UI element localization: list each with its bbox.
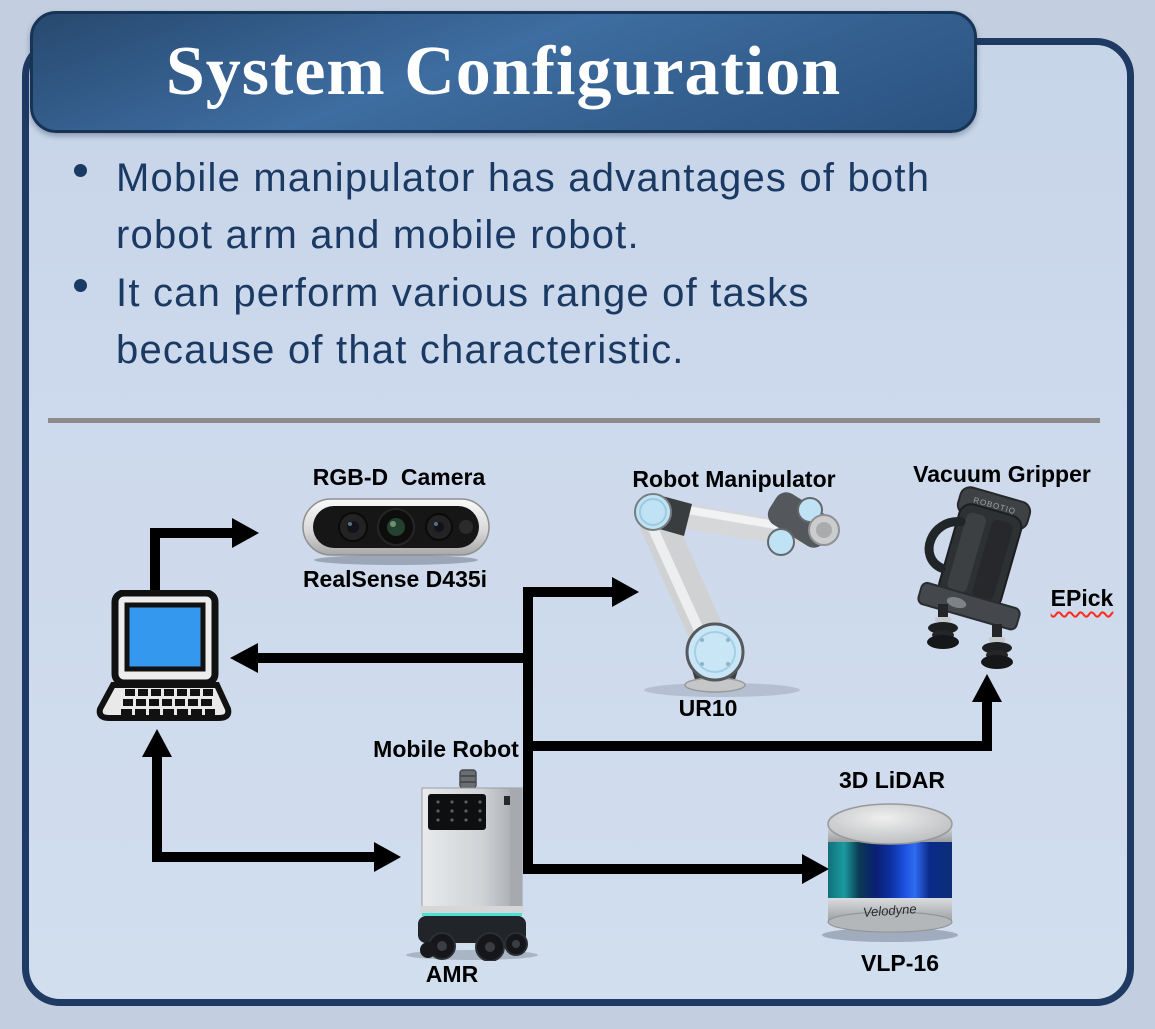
rgbd-camera-image xyxy=(302,498,490,565)
bullet-text: Mobile manipulator has advantages of bot… xyxy=(116,156,931,200)
page-title: System Configuration xyxy=(165,33,842,110)
arrowhead-lidar xyxy=(802,854,829,884)
arrowhead-amr xyxy=(374,842,401,872)
bullet-dot xyxy=(74,279,87,292)
section-divider xyxy=(48,418,1100,423)
bullet-text: robot arm and mobile robot. xyxy=(116,213,640,257)
lidar-label: 3D LiDAR xyxy=(838,767,946,793)
arrow-laptop-amr xyxy=(152,752,379,862)
arrow-bus-to-gripper xyxy=(528,697,992,751)
bullet-list: Mobile manipulator has advantages of bot… xyxy=(72,150,1082,380)
arrowhead-camera xyxy=(232,518,259,548)
laptop-icon xyxy=(96,590,232,721)
lidar-image: Velodyne xyxy=(822,803,958,942)
arrowhead-laptop-bottom xyxy=(142,729,172,757)
lidar-model-label: VLP-16 xyxy=(861,950,939,976)
manipulator-model-label: UR10 xyxy=(678,695,738,721)
camera-model-label: RealSense D435i xyxy=(302,566,488,592)
mobile-robot-model-label: AMR xyxy=(425,961,479,987)
bullet-text: because of that characteristic. xyxy=(116,328,685,372)
mobile-robot-label: Mobile Robot xyxy=(373,736,519,762)
suction-cups xyxy=(927,604,1013,669)
bullet-text: It can perform various range of tasks xyxy=(116,271,810,315)
gripper-model-label: EPick xyxy=(1050,585,1114,611)
bullet-item: Mobile manipulator has advantages of bot… xyxy=(72,150,1082,264)
arrow-laptop-to-camera xyxy=(150,528,236,600)
robot-manipulator-image xyxy=(634,492,840,697)
bullet-dot xyxy=(74,164,87,177)
arrowhead-laptop xyxy=(230,643,258,673)
lidar-brand-text: Velodyne xyxy=(862,901,917,920)
arrowhead-ur10 xyxy=(612,577,639,607)
title-box: System Configuration xyxy=(30,11,977,133)
bullet-item: It can perform various range of tasks be… xyxy=(72,265,1082,379)
camera-label: RGB-D Camera xyxy=(312,464,486,490)
mobile-robot-image xyxy=(406,769,538,961)
gripper-label: Vacuum Gripper xyxy=(913,461,1091,487)
manipulator-label: Robot Manipulator xyxy=(632,466,836,492)
arrowhead-gripper xyxy=(972,674,1002,702)
vacuum-gripper-image: ROBOTIQ xyxy=(917,486,1032,669)
